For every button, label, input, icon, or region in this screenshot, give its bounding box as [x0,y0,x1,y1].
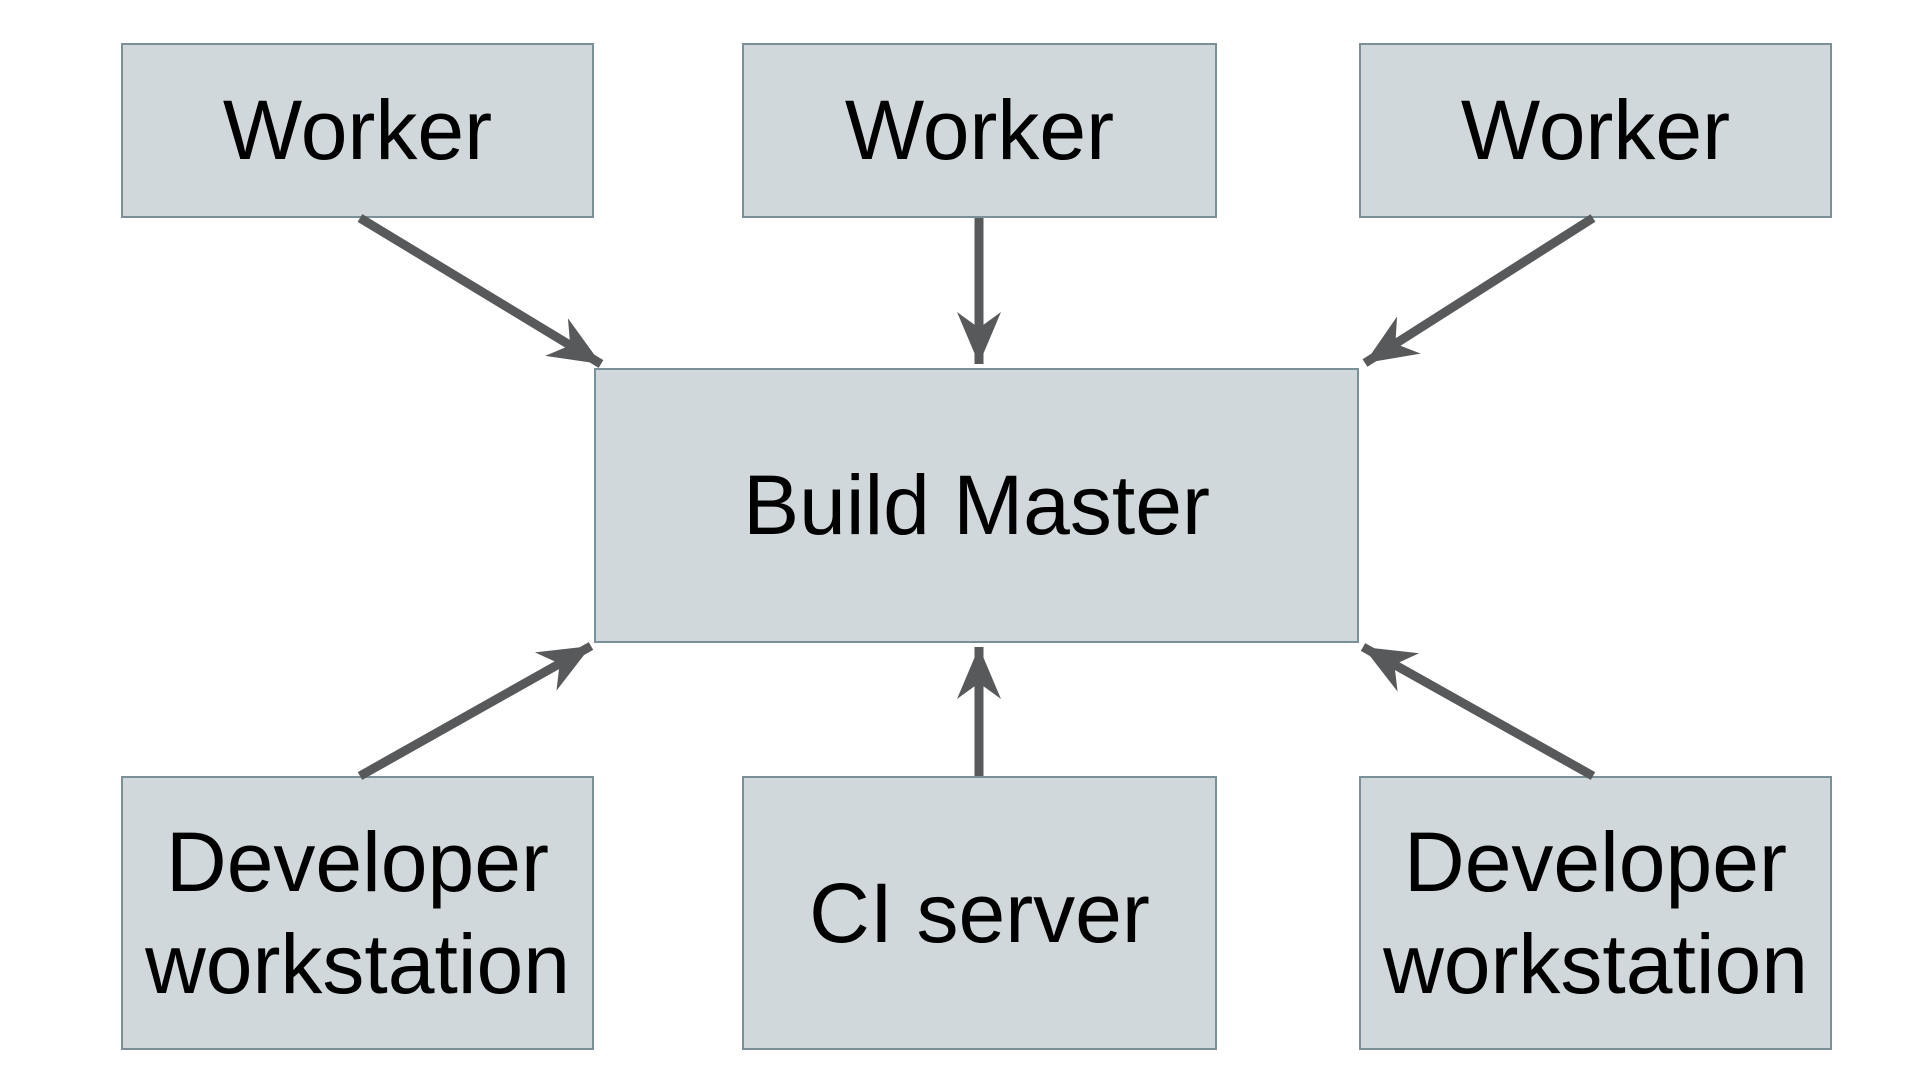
node-worker-left: Worker [121,43,594,218]
arrow-dev-right-to-build-master [1360,643,1596,780]
arrow-worker-left-to-build-master [357,214,604,368]
arrow-dev-left-to-build-master [357,642,594,780]
node-developer-workstation-left-label: Developer workstation [145,814,570,1011]
node-developer-workstation-right-label: Developer workstation [1383,814,1808,1011]
node-worker-left-label: Worker [222,83,493,178]
node-worker-right-label: Worker [1460,83,1731,178]
node-worker-center-label: Worker [844,83,1115,178]
node-ci-server-label: CI server [809,865,1150,960]
node-developer-workstation-left: Developer workstation [121,776,594,1050]
node-worker-center: Worker [742,43,1217,218]
node-ci-server: CI server [742,776,1217,1050]
node-build-master-label: Build Master [743,458,1210,553]
node-developer-workstation-right: Developer workstation [1359,776,1832,1050]
arrow-worker-right-to-build-master [1362,214,1596,367]
node-build-master: Build Master [594,368,1359,643]
node-worker-right: Worker [1359,43,1832,218]
